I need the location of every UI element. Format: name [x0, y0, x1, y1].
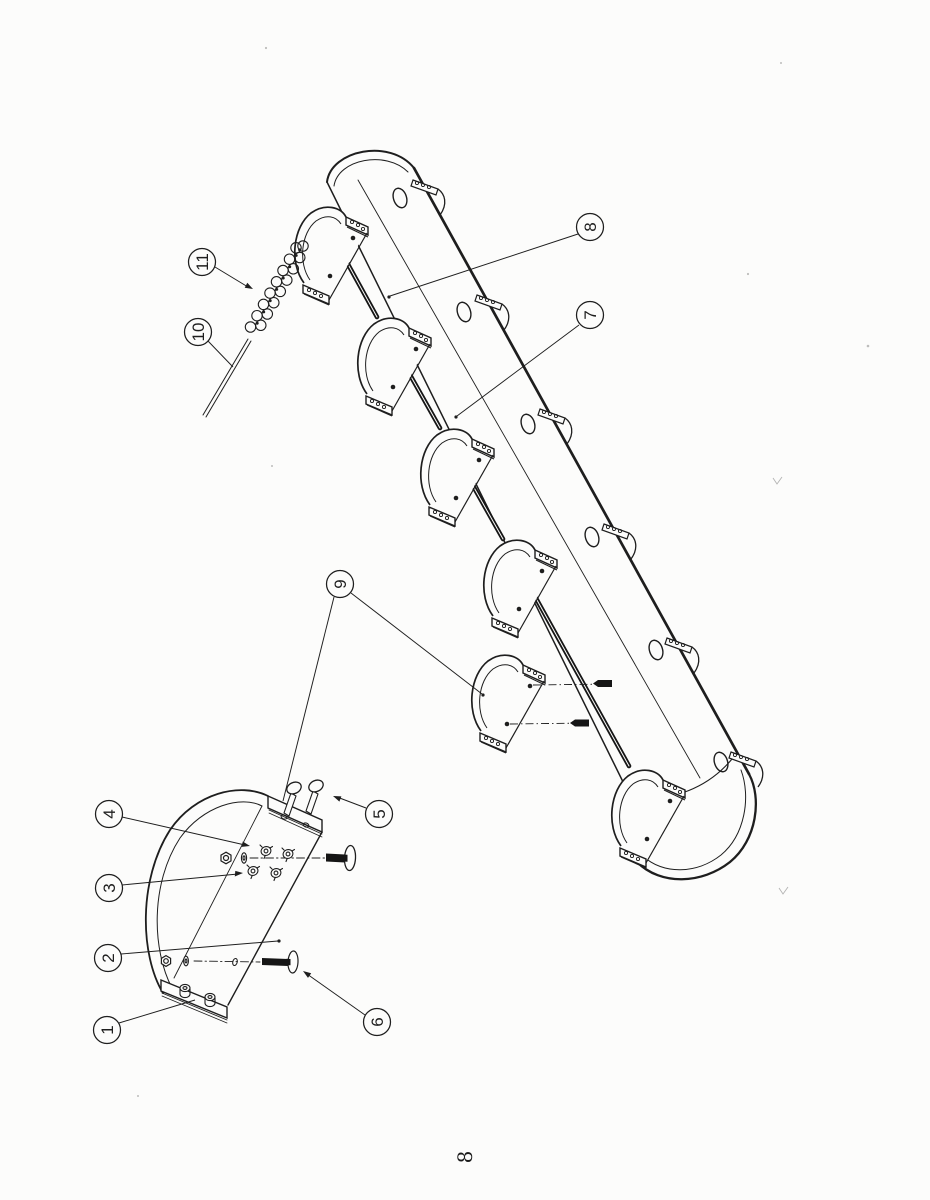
leader-8 [389, 233, 579, 297]
callout-5: 5 [364, 799, 394, 829]
callout-8-label: 8 [581, 222, 600, 231]
rail-hole [713, 751, 729, 773]
carriage-bolt [305, 779, 324, 815]
chain [244, 240, 309, 333]
leader-10 [207, 340, 234, 368]
callout-11: 11 [187, 247, 217, 277]
rail-top-cap [326, 149, 415, 183]
callout-8: 8 [575, 212, 605, 242]
carriage-bolt [283, 781, 302, 817]
bracket-assembly [144, 779, 357, 1024]
callout-6: 6 [362, 1007, 392, 1037]
callout-10: 10 [183, 317, 213, 347]
rail-left-edge [326, 181, 629, 793]
callout-4-label: 4 [100, 809, 119, 818]
rail-fold-line [357, 179, 701, 779]
leader-lines [118, 233, 580, 1024]
callout-7: 7 [575, 300, 605, 330]
rail-right-edge [412, 166, 751, 776]
band-outer-arc [144, 789, 269, 994]
mount-screw [593, 680, 612, 687]
callout-3-label: 3 [100, 883, 119, 892]
plate-hole [280, 814, 288, 820]
chain-links [255, 248, 301, 325]
leader-9b [350, 592, 483, 695]
rail-body [327, 150, 756, 880]
plate-hole [302, 822, 310, 828]
callout-11-label: 11 [193, 253, 212, 271]
callout-5-label: 5 [370, 809, 389, 818]
callout-3: 3 [94, 873, 124, 903]
leader-11 [214, 266, 249, 288]
rail [326, 149, 757, 881]
callout-9-label: 9 [331, 579, 350, 588]
callout-9: 9 [325, 569, 355, 599]
rail-hole [456, 301, 472, 323]
callout-10-label: 10 [189, 323, 208, 342]
callout-4: 4 [94, 799, 124, 829]
hex-nut [220, 851, 232, 865]
band-fill [145, 790, 322, 1005]
leader-1 [118, 999, 196, 1024]
band-left-edge [173, 805, 263, 979]
band-right-edge [227, 831, 323, 1006]
callout-6-label: 6 [368, 1017, 387, 1026]
tee-nuts [246, 844, 296, 882]
mount-screw [570, 719, 589, 727]
callouts: 1 2 3 4 5 6 7 8 [92, 212, 605, 1045]
rail-hole [392, 187, 408, 209]
rail-holes [392, 187, 729, 773]
callout-1-label: 1 [98, 1025, 117, 1034]
rail-hole [520, 413, 536, 435]
rail-top-cap-inner [333, 159, 409, 187]
callout-7-label: 7 [581, 310, 600, 319]
washer [240, 852, 248, 864]
flange-nut [204, 992, 216, 1008]
rail-hole [584, 526, 600, 548]
flat-head-screw [262, 950, 299, 974]
callout-2: 2 [93, 943, 123, 973]
hex-nut [160, 954, 172, 968]
exploded-hoop-bracket [470, 654, 613, 754]
flange-nut [179, 983, 191, 999]
band-hole [232, 957, 238, 967]
callout-2-label: 2 [99, 953, 118, 962]
band-inner-arc [156, 801, 263, 989]
leader-2 [120, 940, 279, 955]
leader-9a [282, 596, 335, 802]
leader-5 [336, 796, 367, 809]
callout-1: 1 [92, 1015, 122, 1045]
top-plate [267, 794, 323, 834]
rail-hole [648, 639, 664, 661]
leader-7 [456, 324, 580, 417]
rod [202, 338, 252, 418]
washer [183, 955, 189, 967]
centerline [193, 960, 261, 963]
leader-3 [121, 873, 239, 886]
hoop-bracket-1 [293, 206, 369, 306]
scan-artifacts [137, 46, 870, 1097]
leader-6 [306, 973, 366, 1016]
leader-4 [121, 816, 246, 846]
page-number: 8 [453, 1151, 477, 1164]
flat-head-screw [326, 844, 357, 872]
hoop-bracket-5 [470, 654, 546, 754]
